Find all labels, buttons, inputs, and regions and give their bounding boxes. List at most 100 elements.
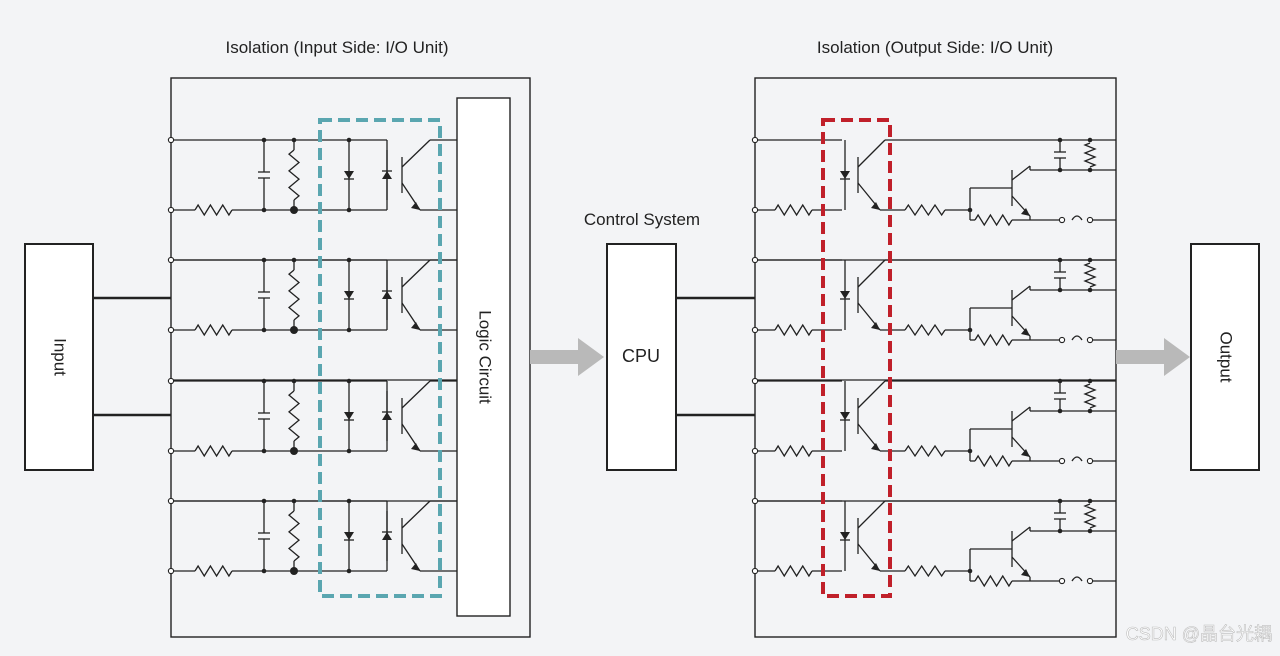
terminal-dot [167, 326, 175, 334]
led-icon [382, 511, 392, 561]
junction-dot [1057, 498, 1063, 504]
output-channel-4 [751, 497, 1116, 588]
transistor-icon [401, 380, 431, 452]
control-system-label: Control System [584, 210, 700, 229]
terminal-dot [167, 256, 175, 264]
led-triangle [382, 291, 392, 299]
emitter-arrow [411, 443, 420, 451]
input-channel-2 [167, 256, 457, 381]
resistor-icon [974, 213, 1013, 227]
wire [401, 500, 431, 529]
emitter-arrow [871, 563, 880, 571]
terminal-dot [751, 326, 759, 334]
transistor-icon [1011, 526, 1031, 578]
resistor-icon [774, 203, 813, 217]
input-isolation-highlight [318, 118, 442, 598]
resistor-icon [194, 444, 233, 458]
fuse-icon [1071, 335, 1083, 341]
led-icon [382, 391, 392, 441]
terminal-dot [751, 206, 759, 214]
emitter-arrow [1021, 449, 1030, 457]
resistor-icon [194, 564, 233, 578]
resistor-icon [904, 323, 946, 337]
diode-triangle [840, 171, 850, 179]
junction-dot [291, 498, 297, 504]
transistor-icon [1011, 285, 1031, 337]
right-arrow-icon [1116, 338, 1190, 376]
junction-dot [1057, 408, 1063, 414]
wire [401, 139, 431, 168]
junction-dot [261, 448, 267, 454]
led-icon [840, 391, 850, 441]
junction-dot [346, 568, 352, 574]
capacitor-icon [258, 381, 270, 451]
junction-dot [261, 498, 267, 504]
resistor-icon [194, 323, 233, 337]
led-icon [382, 150, 392, 200]
junction-dot [346, 448, 352, 454]
terminal-dot [1058, 216, 1066, 224]
transistor-icon [857, 500, 886, 572]
led-icon [382, 270, 392, 320]
block-connections [93, 296, 755, 417]
transistor-icon [401, 139, 431, 211]
junction-dot [1057, 257, 1063, 263]
diode-icon [344, 501, 354, 571]
junction-dot [1057, 287, 1063, 293]
wire [1011, 406, 1031, 422]
junction-dot [1057, 167, 1063, 173]
emitter-arrow [411, 322, 420, 330]
output-block [1190, 243, 1260, 471]
watermark: CSDN @晶台光耦 [1126, 624, 1272, 644]
resistor-icon [287, 269, 301, 321]
diode-triangle [840, 412, 850, 420]
resistor-icon [774, 564, 813, 578]
resistor-icon [1083, 142, 1097, 168]
junction-dot [261, 327, 267, 333]
junction-dot [261, 207, 267, 213]
diode-triangle [840, 291, 850, 299]
input-block [24, 243, 94, 471]
capacitor-icon [258, 260, 270, 330]
led-triangle [382, 412, 392, 420]
output-channel-2 [751, 256, 1116, 381]
wire [1011, 165, 1031, 181]
resistor-icon [904, 203, 946, 217]
resistor-icon [1083, 503, 1097, 529]
terminal-dot [167, 447, 175, 455]
transistor-icon [857, 380, 886, 452]
terminal-dot [1086, 457, 1094, 465]
diode-triangle [344, 291, 354, 299]
transistor-icon [1011, 165, 1031, 217]
junction-dot [1087, 287, 1093, 293]
junction-dot [1087, 528, 1093, 534]
junction-dot [346, 327, 352, 333]
junction-dot [346, 257, 352, 263]
led-triangle [382, 171, 392, 179]
logic-circuit-block [456, 97, 511, 617]
junction-dot [1057, 137, 1063, 143]
junction-dot [346, 137, 352, 143]
transistor-icon [857, 259, 886, 331]
terminal-dot [751, 447, 759, 455]
diode-icon [344, 381, 354, 451]
emitter-arrow [871, 443, 880, 451]
junction-dot [261, 568, 267, 574]
diode-triangle [840, 532, 850, 540]
junction-dot [290, 447, 298, 455]
junction-dot [1087, 257, 1093, 263]
terminal-dot [167, 377, 175, 385]
junction-dot [291, 137, 297, 143]
logic-circuit-label: Logic Circuit [476, 310, 495, 404]
terminal-dot [167, 567, 175, 575]
emitter-arrow [411, 563, 420, 571]
junction-dot [1087, 378, 1093, 384]
terminal-dot [167, 497, 175, 505]
resistor-icon [287, 510, 301, 562]
resistor-icon [904, 564, 946, 578]
junction-dot [290, 326, 298, 334]
junction-dot [291, 378, 297, 384]
output-isolation-title: Isolation (Output Side: I/O Unit) [817, 38, 1053, 57]
wire [1011, 285, 1031, 301]
